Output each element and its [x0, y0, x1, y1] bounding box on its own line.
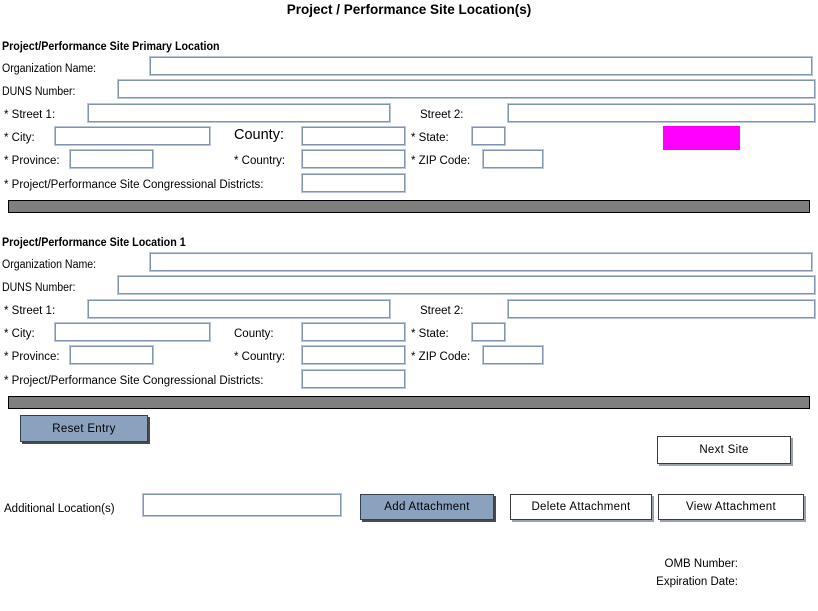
input-state-primary[interactable]: [471, 126, 506, 146]
input-street2-location-1[interactable]: [507, 299, 816, 319]
input-zip-code-primary[interactable]: [482, 149, 544, 169]
label-country-location-1: * Country:: [234, 351, 286, 363]
input-organization-name-location-1[interactable]: [149, 252, 813, 272]
input-province-primary[interactable]: [69, 149, 154, 169]
page-title: Project / Performance Site Location(s): [286, 2, 532, 17]
next-site-button[interactable]: Next Site: [657, 436, 791, 464]
label-street1-location-1: * Street 1:: [4, 305, 56, 317]
input-zip-code-location-1[interactable]: [482, 345, 544, 365]
section-heading-location-1: Project/Performance Site Location 1: [2, 237, 186, 249]
input-province-location-1[interactable]: [69, 345, 154, 365]
add-attachment-button[interactable]: Add Attachment: [360, 494, 494, 520]
label-organization-name-location-1: Organization Name:: [2, 259, 97, 271]
label-organization-name-primary: Organization Name:: [2, 63, 97, 75]
label-additional-locations: Additional Location(s): [4, 503, 115, 515]
label-province-location-1: * Province:: [4, 351, 60, 363]
input-street1-primary[interactable]: [87, 103, 391, 123]
label-country-primary: * Country:: [234, 155, 286, 167]
label-county-primary: County:: [234, 127, 284, 143]
input-duns-number-location-1[interactable]: [117, 275, 816, 295]
label-zip-code-primary: * ZIP Code:: [411, 155, 471, 167]
input-additional-locations[interactable]: [142, 493, 342, 517]
label-county-location-1: County:: [234, 328, 274, 340]
label-state-location-1: * State:: [411, 328, 449, 340]
highlight-block-primary: [663, 126, 740, 150]
label-city-primary: * City:: [4, 132, 35, 144]
input-duns-number-primary[interactable]: [117, 79, 816, 99]
section-separator-bar-1: [8, 200, 810, 213]
input-street2-primary[interactable]: [507, 103, 816, 123]
input-country-primary[interactable]: [301, 149, 406, 169]
label-street2-location-1: Street 2:: [420, 305, 464, 317]
input-county-location-1[interactable]: [301, 322, 406, 342]
label-province-primary: * Province:: [4, 155, 60, 167]
label-duns-number-primary: DUNS Number:: [2, 86, 76, 98]
delete-attachment-button[interactable]: Delete Attachment: [510, 494, 652, 520]
expiration-date-label: Expiration Date:: [656, 576, 738, 588]
label-zip-code-location-1: * ZIP Code:: [411, 351, 471, 363]
input-county-primary[interactable]: [301, 126, 406, 146]
input-street1-location-1[interactable]: [87, 299, 391, 319]
view-attachment-button[interactable]: View Attachment: [658, 494, 804, 520]
input-congressional-districts-primary[interactable]: [301, 173, 406, 193]
input-city-location-1[interactable]: [54, 322, 211, 342]
label-duns-number-location-1: DUNS Number:: [2, 282, 76, 294]
label-street2-primary: Street 2:: [420, 109, 464, 121]
input-city-primary[interactable]: [54, 126, 211, 146]
label-congressional-districts-location-1: * Project/Performance Site Congressional…: [4, 375, 264, 387]
reset-entry-button[interactable]: Reset Entry: [20, 415, 148, 442]
label-congressional-districts-primary: * Project/Performance Site Congressional…: [4, 179, 264, 191]
label-street1-primary: * Street 1:: [4, 109, 56, 121]
input-organization-name-primary[interactable]: [149, 56, 813, 76]
label-city-location-1: * City:: [4, 328, 35, 340]
section-separator-bar-2: [8, 396, 810, 409]
label-state-primary: * State:: [411, 132, 449, 144]
input-state-location-1[interactable]: [471, 322, 506, 342]
input-country-location-1[interactable]: [301, 345, 406, 365]
omb-number-label: OMB Number:: [664, 558, 739, 570]
input-congressional-districts-location-1[interactable]: [301, 369, 406, 389]
section-heading-primary: Project/Performance Site Primary Locatio…: [2, 41, 220, 53]
